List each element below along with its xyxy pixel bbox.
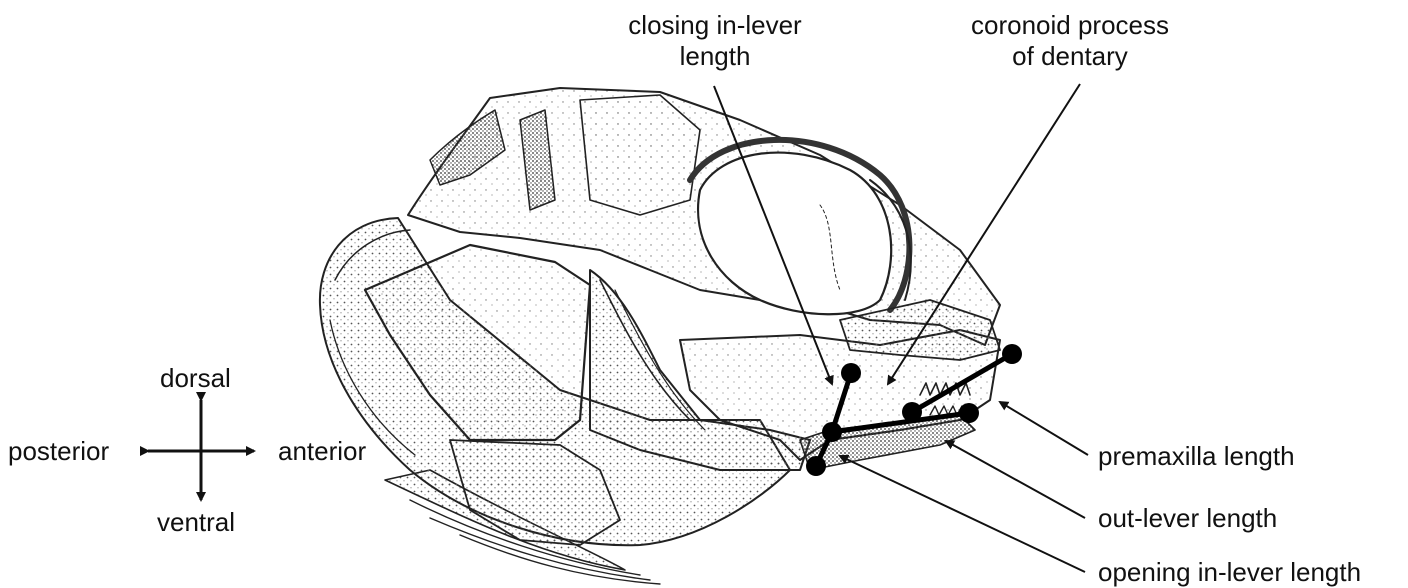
label-dorsal: dorsal <box>160 363 231 394</box>
landmark-coronoid <box>841 363 861 383</box>
premaxilla-leader <box>1000 402 1088 455</box>
label-coronoid-process: coronoid process of dentary <box>950 10 1190 72</box>
label-opening-inlever-length: opening in-lever length <box>1098 557 1361 588</box>
label-coronoid-line1: coronoid process <box>950 10 1190 41</box>
fish-skull-illustration <box>320 88 1000 584</box>
landmark-jaw-joint <box>822 422 842 442</box>
label-outlever-length: out-lever length <box>1098 503 1277 534</box>
label-premaxilla-length: premaxilla length <box>1098 441 1295 472</box>
landmark-dentary-tip <box>959 403 979 423</box>
label-closing-inlever-line1: closing in-lever <box>600 10 830 41</box>
label-posterior: posterior <box>8 436 109 467</box>
label-closing-inlever-line2: length <box>600 41 830 72</box>
landmark-premaxilla-tip <box>1002 344 1022 364</box>
label-coronoid-line2: of dentary <box>950 41 1190 72</box>
label-anterior: anterior <box>278 436 366 467</box>
label-ventral: ventral <box>157 507 235 538</box>
opening-inlever-leader <box>840 456 1085 572</box>
landmark-premaxilla-base <box>902 402 922 422</box>
orientation-compass <box>148 400 254 500</box>
outlever-leader <box>946 441 1085 518</box>
landmark-retroarticular <box>806 456 826 476</box>
label-closing-inlever: closing in-lever length <box>600 10 830 72</box>
